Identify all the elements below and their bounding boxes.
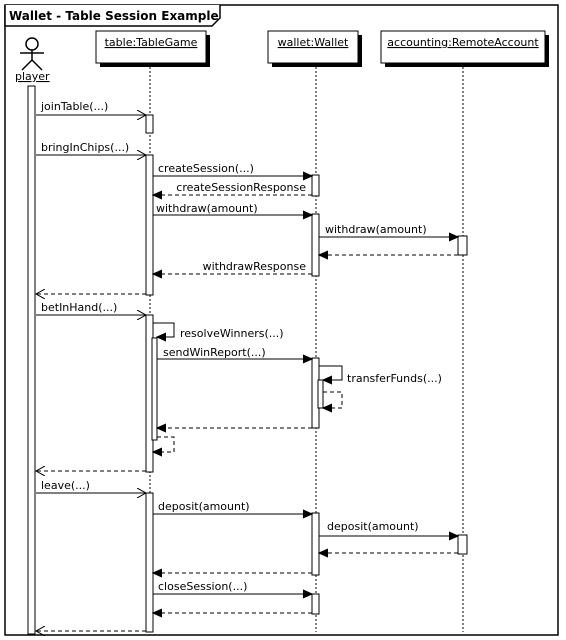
message-label: createSessionResponse [176, 181, 306, 194]
message-label: bringInChips(...) [41, 141, 129, 154]
message-label: withdraw(amount) [156, 202, 258, 215]
frame-border [4, 4, 559, 636]
activation-accounting [457, 235, 468, 256]
message-label: deposit(amount) [158, 500, 250, 513]
self-message-arrow [319, 365, 343, 380]
participant-accounting-label: accounting:RemoteAccount [387, 36, 539, 49]
activation-table [145, 154, 154, 296]
message-label: deposit(amount) [327, 520, 419, 533]
self-return-arrow [323, 391, 343, 408]
participant-wallet-label: wallet:Wallet [278, 36, 349, 49]
activation-wallet [311, 213, 320, 277]
message-label: leave(...) [41, 479, 90, 492]
activation-wallet-nested [317, 379, 324, 409]
participant-table: table:TableGame [95, 30, 210, 67]
participant-table-label: table:TableGame [105, 36, 198, 49]
self-message-arrow [153, 322, 175, 337]
self-return-arrow [153, 436, 175, 452]
message-label: closeSession(...) [158, 580, 247, 593]
actor-player: player [15, 37, 50, 83]
participant-accounting: accounting:RemoteAccount [380, 30, 549, 67]
participant-wallet: wallet:Wallet [267, 30, 362, 67]
activation-accounting [457, 534, 468, 555]
activation-player [27, 85, 36, 635]
message-label: sendWinReport(...) [163, 346, 266, 359]
activation-wallet [311, 593, 320, 615]
message-label: resolveWinners(...) [180, 327, 284, 340]
frame-title-tab [4, 5, 221, 27]
activation-table [145, 114, 154, 134]
message-label: transferFunds(...) [347, 372, 442, 385]
activation-table [145, 492, 154, 633]
message-label: joinTable(...) [40, 100, 108, 113]
activation-wallet [311, 174, 320, 197]
message-label: withdraw(amount) [325, 223, 427, 236]
message-label: createSession(...) [158, 162, 254, 175]
message-label: withdrawResponse [203, 260, 307, 273]
activation-wallet [311, 512, 320, 576]
activation-table-nested [151, 337, 158, 441]
message-label: betInHand(...) [41, 301, 117, 314]
actor-player-label: player [15, 70, 50, 83]
frame-title: Wallet - Table Session Example [9, 9, 219, 23]
